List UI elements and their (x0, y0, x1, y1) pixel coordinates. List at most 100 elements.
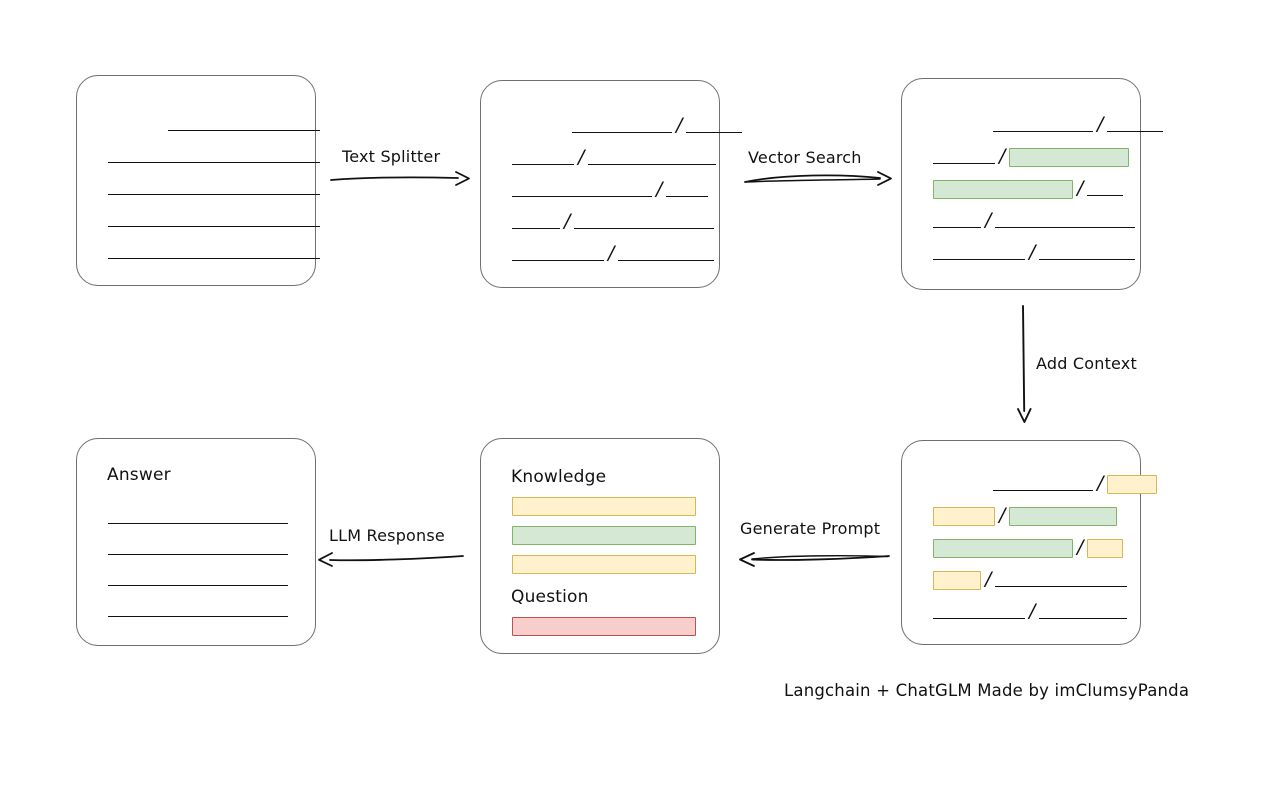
text-rule (108, 226, 320, 227)
text-rule (933, 618, 1025, 619)
edge-arrow-vector-search (744, 171, 892, 186)
knowledge-label: Knowledge (511, 467, 607, 487)
text-rule (168, 130, 320, 131)
chunk-separator-slash: / (578, 145, 585, 168)
answer-label: Answer (107, 465, 171, 485)
edge-label-vector-search: Vector Search (748, 148, 862, 167)
answer-line (108, 600, 288, 620)
node-vector-matches[interactable]: / / / / / (901, 78, 1164, 290)
text-rule (108, 258, 320, 259)
edge-arrow-generate-prompt (739, 552, 890, 567)
chunk-separator-slash: / (999, 503, 1006, 526)
node-prompt[interactable]: Knowledge Question (480, 438, 720, 654)
text-rule (1039, 618, 1128, 619)
text-rule (108, 523, 288, 524)
chunk-separator-slash: / (1029, 240, 1036, 263)
chunk-separator-slash: / (985, 208, 992, 231)
chunk-line: / (933, 144, 1130, 167)
text-rule (933, 163, 995, 164)
document-line (108, 146, 320, 166)
text-rule (933, 227, 981, 228)
edge-label-generate-prompt: Generate Prompt (740, 519, 881, 538)
highlight-chip-yellow (933, 506, 995, 526)
chunk-line: / (933, 535, 1124, 558)
text-rule (618, 260, 715, 261)
chunk-separator-slash: / (1077, 176, 1084, 199)
knowledge-bar-yellow (512, 497, 696, 516)
text-rule (512, 164, 574, 165)
knowledge-bar-green (512, 526, 696, 545)
text-rule (995, 227, 1136, 228)
text-rule (108, 194, 320, 195)
answer-line (108, 569, 288, 589)
text-rule (512, 260, 604, 261)
chunk-line: / (993, 471, 1158, 494)
document-line (108, 178, 320, 198)
text-rule (574, 228, 715, 229)
text-rule (108, 162, 320, 163)
chunk-line: / (933, 240, 1136, 263)
text-rule (666, 196, 709, 197)
chunk-separator-slash: / (1077, 535, 1084, 558)
highlight-chip-green (1009, 147, 1130, 167)
text-rule (993, 490, 1093, 491)
edge-label-llm-response: LLM Response (329, 526, 445, 545)
node-split-chunks[interactable]: / / / / / (480, 80, 743, 288)
chunk-separator-slash: / (608, 241, 615, 264)
highlight-chip-yellow (1107, 474, 1158, 494)
chunk-separator-slash: / (985, 567, 992, 590)
chunk-line: / (933, 567, 1128, 590)
highlight-chip-green (933, 179, 1073, 199)
highlight-chip-green (1009, 506, 1118, 526)
question-label: Question (511, 587, 589, 607)
chunk-separator-slash: / (999, 144, 1006, 167)
question-bar-red (512, 617, 696, 636)
edge-arrow-llm-response (318, 552, 464, 567)
document-line (108, 210, 320, 230)
chunk-line: / (512, 145, 717, 168)
answer-line (108, 538, 288, 558)
text-rule (108, 616, 288, 617)
chunk-line: / (993, 112, 1164, 135)
chunk-separator-slash: / (1029, 599, 1036, 622)
text-rule (995, 586, 1128, 587)
chunk-separator-slash: / (1097, 471, 1104, 494)
chunk-separator-slash: / (564, 209, 571, 232)
edge-arrow-add-context (1017, 305, 1032, 423)
text-rule (1087, 195, 1124, 196)
text-rule (933, 259, 1025, 260)
chunk-line: / (512, 209, 715, 232)
highlight-chip-green (933, 538, 1073, 558)
chunk-line: / (512, 241, 715, 264)
chunk-line: / (572, 113, 743, 136)
edge-label-add-context: Add Context (1036, 354, 1137, 373)
chunk-line: / (933, 599, 1128, 622)
node-source-document[interactable] (76, 75, 320, 286)
text-rule (108, 554, 288, 555)
text-rule (512, 196, 652, 197)
knowledge-bar-yellow (512, 555, 696, 574)
edge-arrow-text-splitter (330, 171, 470, 186)
text-rule (108, 585, 288, 586)
text-rule (686, 132, 743, 133)
text-rule (512, 228, 560, 229)
highlight-chip-yellow (933, 570, 981, 590)
footer-credit: Langchain + ChatGLM Made by imClumsyPand… (784, 681, 1190, 700)
text-rule (1107, 131, 1164, 132)
node-answer[interactable]: Answer (76, 438, 316, 646)
node-context-added[interactable]: / / / / / (901, 440, 1158, 645)
edge-label-text-splitter: Text Splitter (342, 147, 441, 166)
document-line (108, 242, 320, 262)
chunk-line: / (933, 208, 1136, 231)
text-rule (1039, 259, 1136, 260)
chunk-separator-slash: / (676, 113, 683, 136)
chunk-separator-slash: / (1097, 112, 1104, 135)
chunk-line: / (933, 176, 1124, 199)
text-rule (993, 131, 1093, 132)
chunk-separator-slash: / (656, 177, 663, 200)
text-rule (588, 164, 717, 165)
document-line (168, 114, 320, 134)
highlight-chip-yellow (1087, 538, 1124, 558)
chunk-line: / (512, 177, 709, 200)
